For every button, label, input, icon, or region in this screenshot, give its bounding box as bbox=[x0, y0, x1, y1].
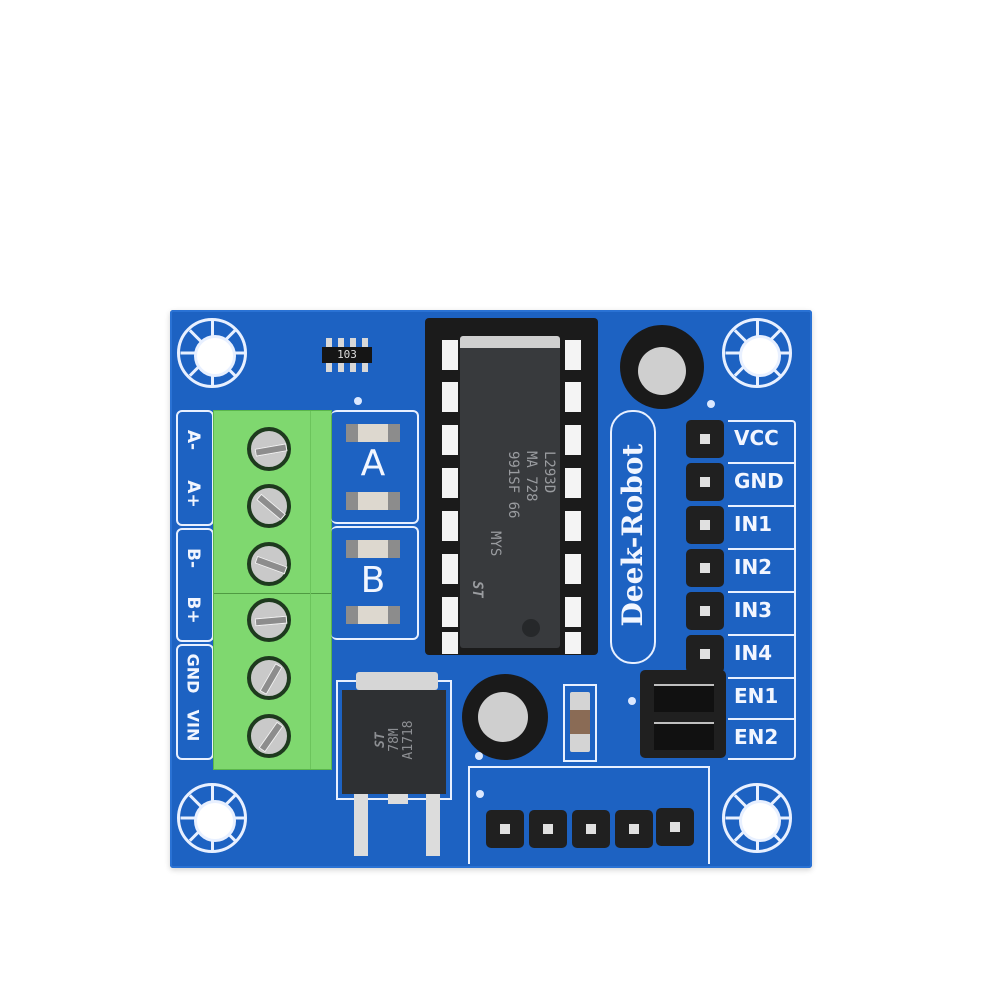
socket-pin bbox=[442, 468, 458, 498]
brand-pill bbox=[610, 410, 656, 664]
regulator-tab bbox=[356, 672, 438, 690]
socket-pin bbox=[565, 511, 581, 541]
led-a2 bbox=[346, 492, 400, 510]
pin-label-box bbox=[728, 420, 796, 760]
header-pin-in3[interactable] bbox=[686, 592, 724, 630]
socket-pin bbox=[565, 382, 581, 412]
chip-marking-line4: MYS bbox=[487, 531, 503, 557]
screw-terminal-vin[interactable] bbox=[247, 714, 291, 758]
via bbox=[628, 697, 636, 705]
socket-pin bbox=[442, 632, 458, 654]
bottom-header-pin-3[interactable] bbox=[572, 810, 610, 848]
led-group-a-label: A bbox=[360, 443, 386, 484]
label-b-plus: B+ bbox=[183, 596, 203, 624]
pin-label-in1: IN1 bbox=[734, 512, 773, 536]
screw-terminal-a-minus[interactable] bbox=[247, 427, 291, 471]
socket-pin bbox=[565, 468, 581, 498]
via bbox=[476, 790, 484, 798]
led-b2 bbox=[346, 606, 400, 624]
pin-label-in3: IN3 bbox=[734, 598, 773, 622]
pin-label-vcc: VCC bbox=[734, 426, 779, 450]
socket-pin bbox=[442, 340, 458, 370]
screw-terminal-b-plus[interactable] bbox=[247, 598, 291, 642]
header-pin-vcc[interactable] bbox=[686, 420, 724, 458]
mounting-hole-top-left bbox=[177, 318, 247, 388]
chip-marking-line3: 991SF 66 bbox=[505, 451, 521, 519]
socket-pin bbox=[565, 632, 581, 654]
header-pin-in2[interactable] bbox=[686, 549, 724, 587]
socket-pin bbox=[565, 554, 581, 584]
pin-label-en2: EN2 bbox=[734, 725, 779, 749]
electrolytic-capacitor-top bbox=[620, 325, 704, 409]
screw-terminal-b-minus[interactable] bbox=[247, 542, 291, 586]
screw-terminal-a-plus[interactable] bbox=[247, 484, 291, 528]
screw-terminal-gnd[interactable] bbox=[247, 656, 291, 700]
led-group-b-label: B bbox=[360, 560, 386, 601]
resistor-network: 103 bbox=[322, 338, 372, 372]
chip-marking-part: L293D bbox=[541, 451, 557, 494]
label-vin: VIN bbox=[183, 709, 203, 742]
header-pin-in4[interactable] bbox=[686, 635, 724, 673]
regulator-st-logo-icon: ST bbox=[373, 732, 388, 748]
via bbox=[707, 400, 715, 408]
label-gnd: GND bbox=[183, 653, 203, 694]
pin-label-en1: EN1 bbox=[734, 684, 779, 708]
socket-pin bbox=[442, 597, 458, 627]
regulator-lead-left bbox=[354, 794, 368, 856]
socket-pin bbox=[565, 340, 581, 370]
smd-capacitor bbox=[570, 692, 590, 752]
socket-pin bbox=[442, 382, 458, 412]
bottom-header-pin-5[interactable] bbox=[656, 808, 694, 846]
label-b-minus: B- bbox=[183, 547, 203, 568]
label-a-minus: A- bbox=[183, 429, 203, 451]
socket-pin bbox=[442, 554, 458, 584]
smd-capacitor-outline bbox=[563, 684, 597, 762]
voltage-regulator: ST 78M A1718 bbox=[342, 690, 446, 794]
mounting-hole-bottom-right bbox=[722, 783, 792, 853]
header-pin-gnd[interactable] bbox=[686, 463, 724, 501]
led-group-a-box bbox=[331, 410, 419, 524]
led-group-b-box bbox=[331, 526, 419, 640]
bottom-header-outline bbox=[468, 766, 710, 864]
chip-marking-line2: MA 728 bbox=[523, 451, 539, 502]
regulator-lead-right bbox=[426, 794, 440, 856]
jumper-en2[interactable] bbox=[654, 722, 714, 750]
via bbox=[475, 752, 483, 760]
bottom-header-pin-2[interactable] bbox=[529, 810, 567, 848]
led-b1 bbox=[346, 540, 400, 558]
via bbox=[354, 397, 362, 405]
socket-pin bbox=[442, 511, 458, 541]
pin1-dot bbox=[522, 619, 540, 637]
led-a1 bbox=[346, 424, 400, 442]
header-pin-in1[interactable] bbox=[686, 506, 724, 544]
st-logo-icon: ST bbox=[469, 581, 485, 598]
socket-pin bbox=[565, 425, 581, 455]
l293d-chip: L293D MA 728 991SF 66 MYS ST bbox=[460, 336, 560, 648]
mounting-hole-bottom-left bbox=[177, 783, 247, 853]
pin-label-gnd: GND bbox=[734, 469, 784, 493]
brand-name: Deek-Robot bbox=[616, 443, 649, 627]
regulator-code: A1718 bbox=[401, 720, 416, 760]
bottom-header-pin-1[interactable] bbox=[486, 810, 524, 848]
socket-pin bbox=[442, 425, 458, 455]
socket-pin bbox=[565, 597, 581, 627]
resistor-marking: 103 bbox=[322, 347, 372, 363]
regulator-part: 78M bbox=[387, 728, 402, 752]
pin-label-in4: IN4 bbox=[734, 641, 773, 665]
bottom-header-pin-4[interactable] bbox=[615, 810, 653, 848]
jumper-en1[interactable] bbox=[654, 684, 714, 712]
mounting-hole-top-right bbox=[722, 318, 792, 388]
label-a-plus: A+ bbox=[183, 480, 203, 508]
pin-label-in2: IN2 bbox=[734, 555, 773, 579]
electrolytic-capacitor-bottom bbox=[462, 674, 548, 760]
